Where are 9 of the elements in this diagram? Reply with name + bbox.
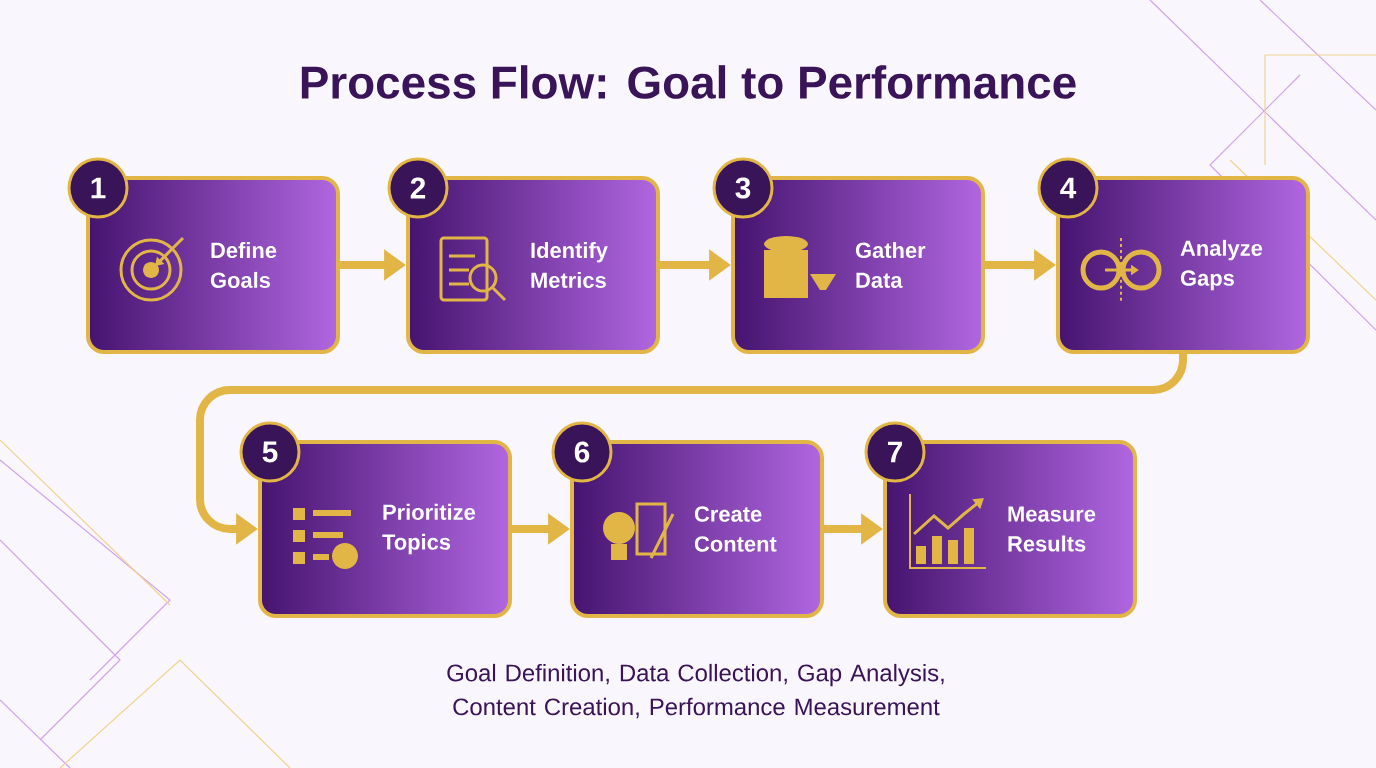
step-number-badge: 1 (67, 157, 129, 219)
step-number-badge: 6 (551, 421, 613, 483)
step-number-badge: 4 (1037, 157, 1099, 219)
caption: Goal Definition, Data Collection, Gap Analysis, Content Creation, Performance Measurement (447, 663, 944, 719)
step-number-badge: 7 (864, 421, 926, 483)
step-number-badge: 2 (387, 157, 449, 219)
step-number-badge: 5 (239, 421, 301, 483)
step-number-badge: 3 (712, 157, 774, 219)
title: Process Flow: Goal to Performance (301, 65, 1076, 99)
